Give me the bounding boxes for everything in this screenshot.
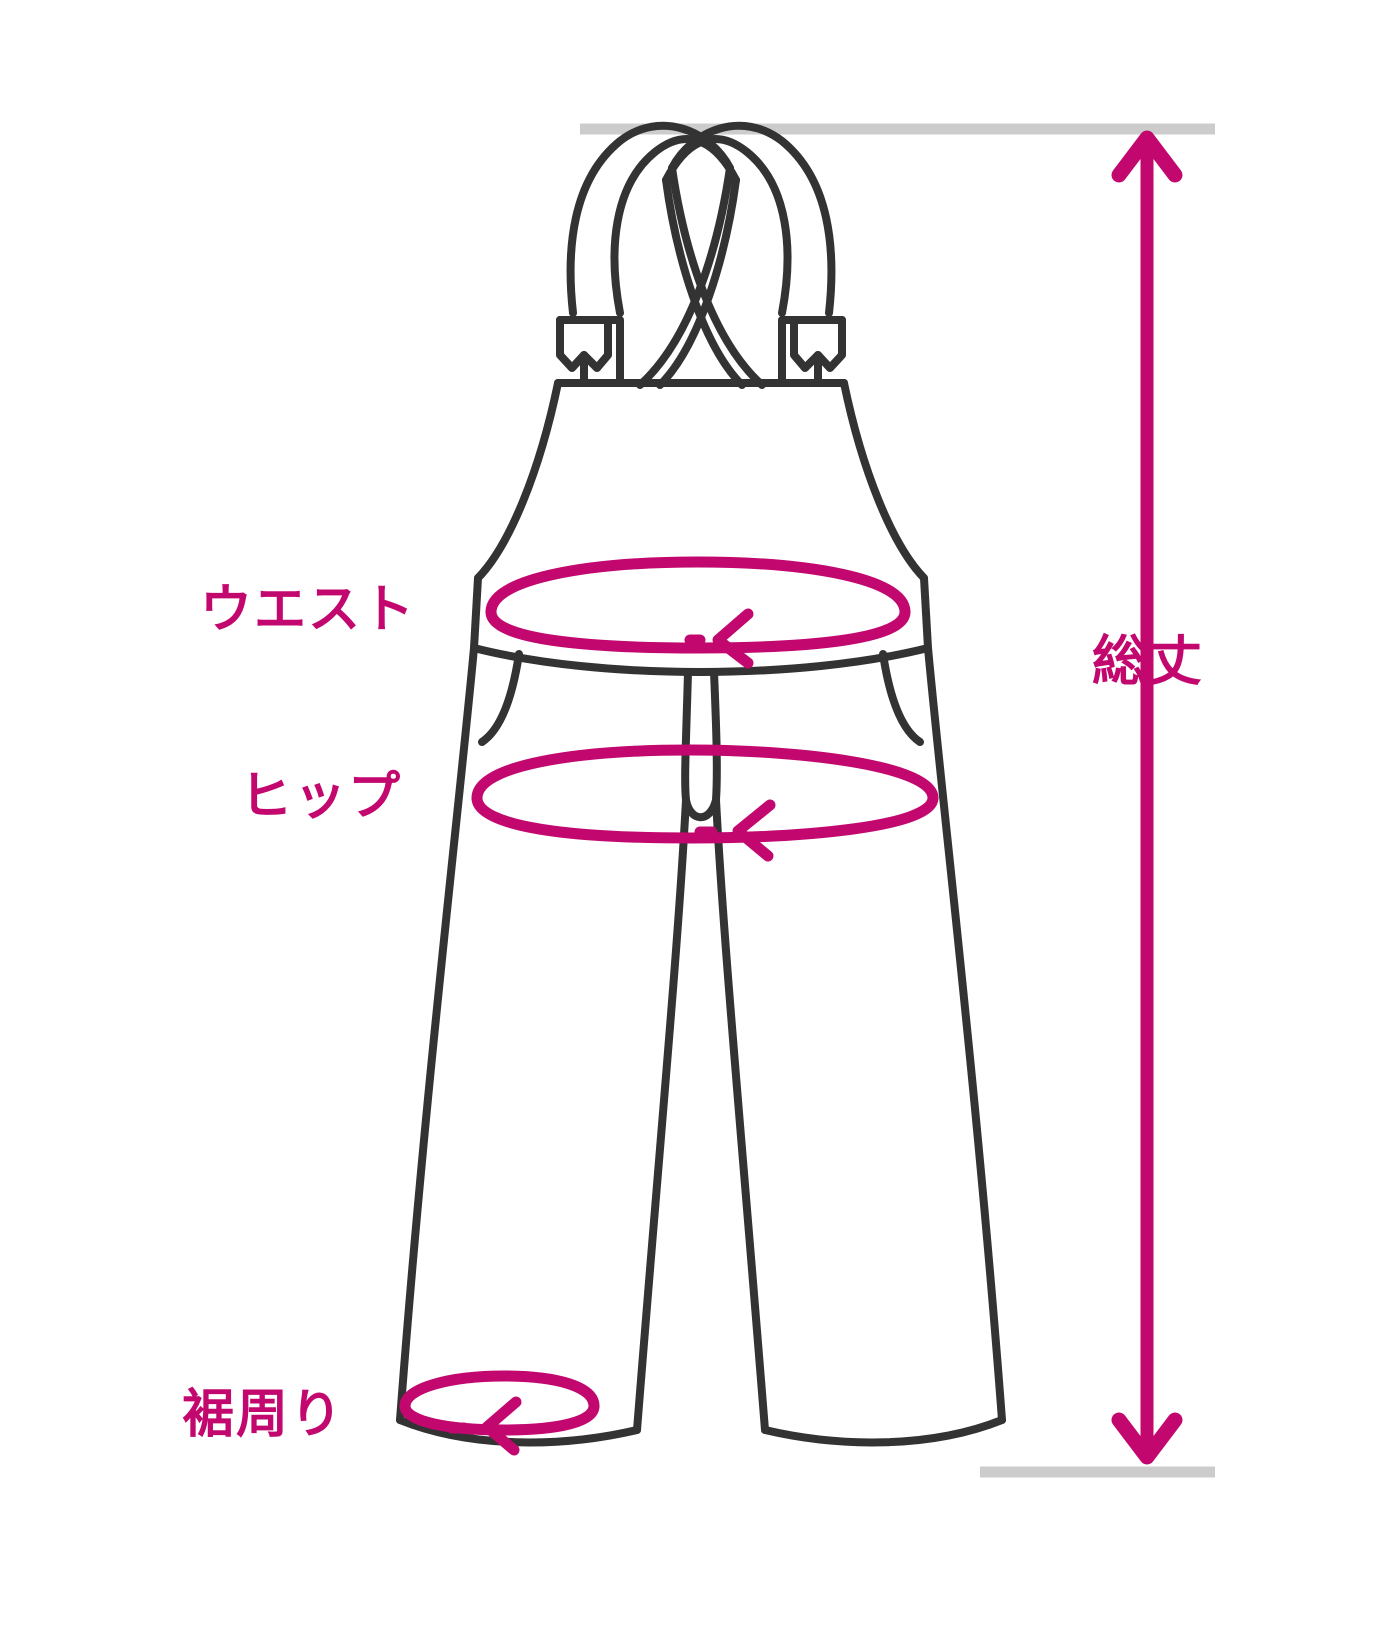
strap-right-inner — [662, 135, 792, 317]
crotch-seam — [681, 668, 692, 804]
label-hem: 裾周り — [182, 1385, 344, 1445]
hem-ellipse-front — [399, 1400, 600, 1436]
buckle-right-box — [778, 316, 846, 387]
bib-right-side — [840, 379, 928, 582]
waistband-left — [470, 574, 482, 652]
waist-ellipse-back — [485, 556, 911, 618]
fly-seam — [710, 668, 721, 804]
strap-left-body-inner — [656, 176, 740, 389]
buckle-left-box — [556, 316, 624, 387]
hip-marker — [471, 744, 939, 862]
total-length-marker — [1111, 130, 1183, 1465]
garment-outline — [396, 121, 1006, 1447]
leg-right-hem — [761, 1416, 1006, 1447]
buckle-left — [556, 316, 588, 387]
waistband-right — [920, 574, 932, 652]
buckle-left-tab — [580, 318, 612, 372]
leg-left-outer — [396, 644, 478, 1424]
label-total-length: 総丈 — [1092, 630, 1204, 693]
strap-right-body-inner — [662, 176, 746, 389]
leg-left-hem — [396, 1416, 641, 1447]
buckle-right — [814, 316, 846, 387]
bib-left-side — [474, 379, 562, 582]
leg-left-inner — [633, 796, 690, 1434]
waist-marker — [485, 556, 911, 669]
hem-marker — [399, 1370, 600, 1456]
total-length-arrow-up — [1111, 130, 1183, 183]
hem-arrow-head — [481, 1396, 522, 1456]
leg-right-outer — [924, 644, 1006, 1424]
buckle-right-tab — [790, 318, 822, 372]
hip-ellipse-front — [471, 792, 939, 844]
strap-left-inner — [610, 135, 740, 317]
hip-ellipse-back — [471, 744, 939, 804]
waistband-bottom-seam — [470, 644, 932, 676]
hip-arrow-head — [732, 799, 776, 862]
waist-arrow-head — [712, 608, 754, 669]
measurement-labels: ウエスト ヒップ 裾周り 総丈 — [182, 580, 1204, 1445]
strap-right-outer — [668, 121, 836, 317]
strap-right-body — [668, 164, 766, 389]
pocket-left — [478, 650, 523, 746]
total-length-arrow-down — [1111, 1412, 1183, 1465]
guide-lines — [580, 123, 1215, 1478]
measurement-markers — [399, 130, 1183, 1465]
pocket-right — [879, 650, 924, 746]
leg-right-inner — [712, 796, 769, 1434]
crotch-curve — [682, 796, 720, 822]
hem-ellipse-back — [399, 1370, 600, 1412]
label-waist: ウエスト — [200, 580, 416, 640]
label-hip: ヒップ — [240, 767, 402, 827]
waist-ellipse-front — [485, 606, 911, 654]
